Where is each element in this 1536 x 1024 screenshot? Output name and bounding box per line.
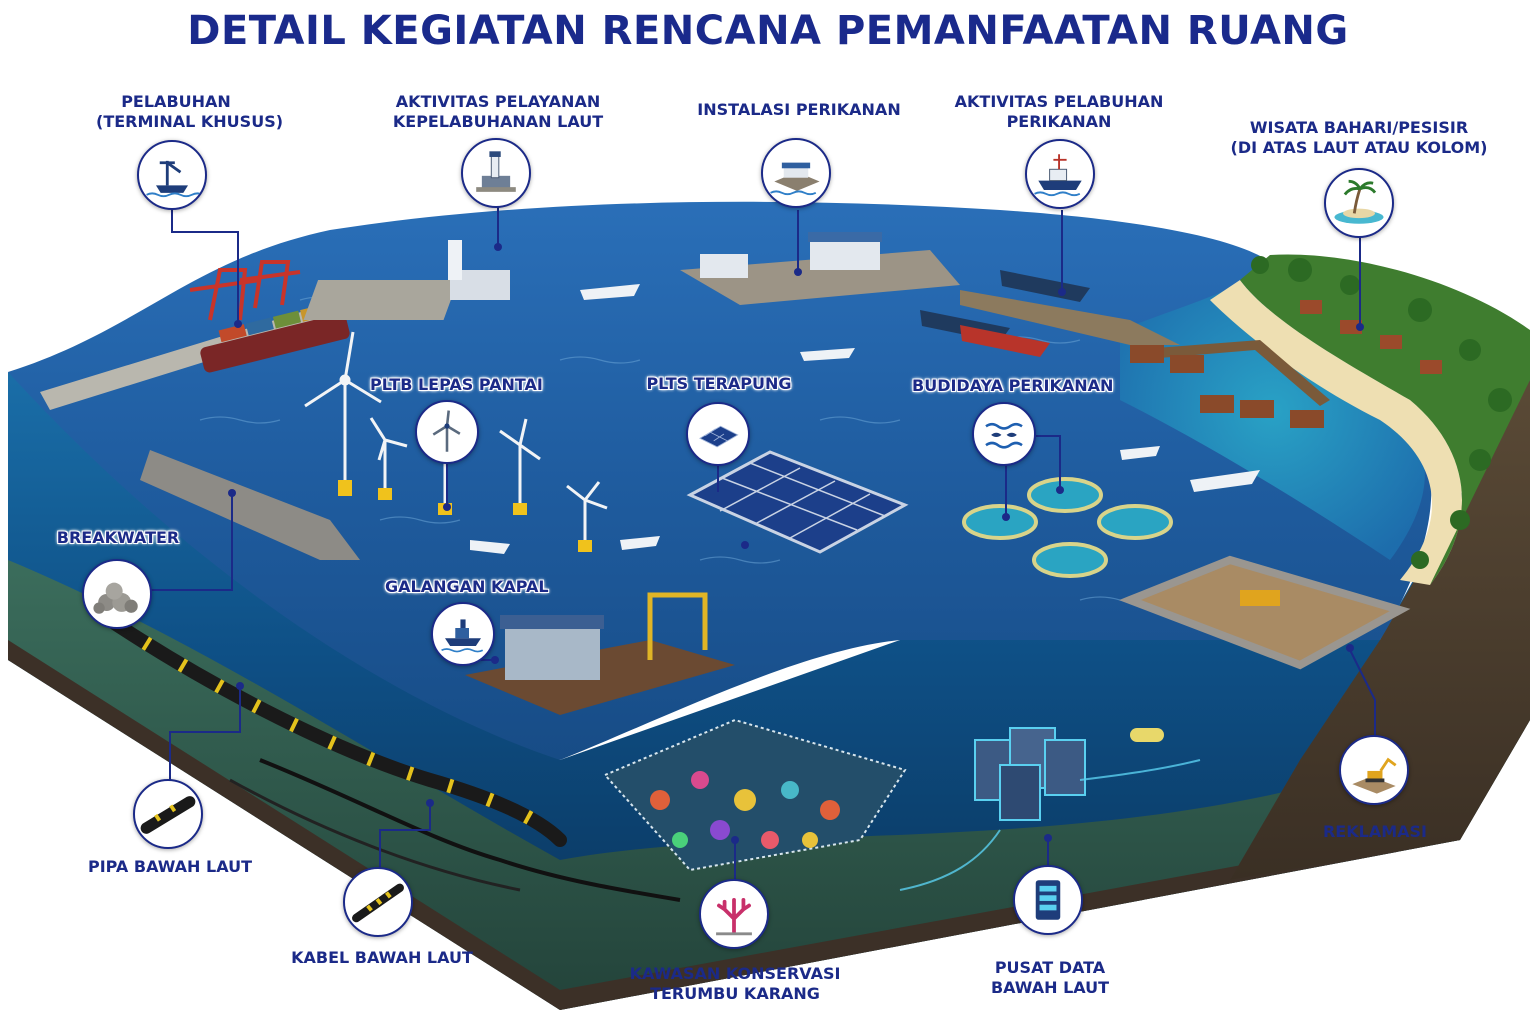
shipyard-hangar-roof: [500, 615, 604, 629]
coral-icon: [699, 879, 769, 949]
wind-turbine-icon: [415, 400, 479, 464]
patrol-boats: [470, 284, 1260, 554]
page-title: DETAIL KEGIATAN RENCANA PEMANFAATAN RUAN…: [187, 8, 1349, 54]
label-aktivitas-pelabuhan-perikanan: AKTIVITAS PELABUHAN PERIKANAN: [954, 92, 1164, 131]
water-villa-walkway: [1130, 340, 1330, 406]
palm-trees: [1251, 256, 1512, 569]
excavator-icon: [1339, 735, 1409, 805]
port-cranes: [189, 260, 301, 321]
coastal-cliff: [1230, 380, 1530, 880]
subsea-cable: [259, 758, 681, 902]
label-kabel-bawah-laut: KABEL BAWAH LAUT: [291, 948, 473, 967]
cable-icon: [343, 867, 413, 937]
breakwater: [140, 450, 360, 560]
fishery-shed: [700, 254, 748, 278]
fishery-installation-icon: [761, 138, 831, 208]
label-plts-terapung: PLTS TERAPUNG: [646, 374, 792, 393]
port-crane-ship-icon: [137, 140, 207, 210]
subsea-cable-2: [229, 778, 521, 892]
gantry-crane: [647, 592, 708, 660]
fishery-warehouse-roof: [808, 232, 882, 242]
pipeline-icon: [133, 779, 203, 849]
label-wisata-bahari: WISATA BAHARI/PESISIR (DI ATAS LAUT ATAU…: [1230, 118, 1488, 157]
reclamation-site: [1119, 555, 1411, 670]
underwater-data-center: [974, 727, 1086, 821]
leader-dots: [228, 243, 1364, 844]
beach-huts: [1300, 300, 1442, 374]
coastal-land: [1240, 254, 1530, 585]
label-pltb-lepas-pantai: PLTB LEPAS PANTAI: [370, 375, 543, 394]
shipyard-ship-icon: [431, 602, 495, 666]
fishing-port-jetty: [960, 290, 1180, 345]
server-rack-icon: [1013, 865, 1083, 935]
label-reklamasi: REKLAMASI: [1322, 822, 1427, 841]
rock-pile-icon: [82, 559, 152, 629]
beach: [1210, 280, 1463, 585]
port-office-lighthouse-icon: [461, 138, 531, 208]
label-aktivitas-pelayanan-kepelabuhanan: AKTIVITAS PELAYANAN KEPELABUHANAN LAUT: [392, 92, 604, 131]
label-pipa-bawah-laut: PIPA BAWAH LAUT: [87, 857, 252, 876]
port-service-platform: [303, 280, 459, 320]
label-pelabuhan: PELABUHAN (TERMINAL KHUSUS): [96, 92, 284, 131]
excavators: [1240, 590, 1280, 606]
label-kawasan-konservasi: KAWASAN KONSERVASI TERUMBU KARANG: [629, 964, 841, 1003]
fish-waves-icon: [972, 402, 1036, 466]
solar-grid-lines: [719, 462, 886, 539]
leader-lines: [150, 205, 1376, 880]
solar-panel-icon: [686, 402, 750, 466]
label-instalasi-perikanan: INSTALASI PERIKANAN: [697, 100, 901, 119]
fishery-warehouse: [810, 238, 880, 270]
data-center-cables: [899, 759, 1201, 891]
label-breakwater: BREAKWATER: [56, 528, 180, 547]
label-pusat-data-bawah-laut: PUSAT DATA BAWAH LAUT: [990, 958, 1110, 997]
lighthouse: [448, 240, 462, 280]
tropical-island-icon: [1324, 168, 1394, 238]
aquaculture-cages: [962, 477, 1173, 578]
underwater-drone: [1130, 728, 1164, 742]
label-galangan-kapal: GALANGAN KAPAL: [385, 577, 549, 596]
label-budidaya-perikanan: BUDIDAYA PERIKANAN: [912, 376, 1114, 395]
container-ship: [200, 313, 350, 373]
fishing-boats: [920, 270, 1090, 357]
fishery-installation: [680, 250, 960, 305]
water-villas: [1130, 345, 1324, 428]
pipeline-bands: [106, 614, 565, 846]
corals: [650, 771, 840, 849]
shipyard-hangar: [505, 625, 600, 680]
fishing-boat-icon: [1025, 139, 1095, 209]
